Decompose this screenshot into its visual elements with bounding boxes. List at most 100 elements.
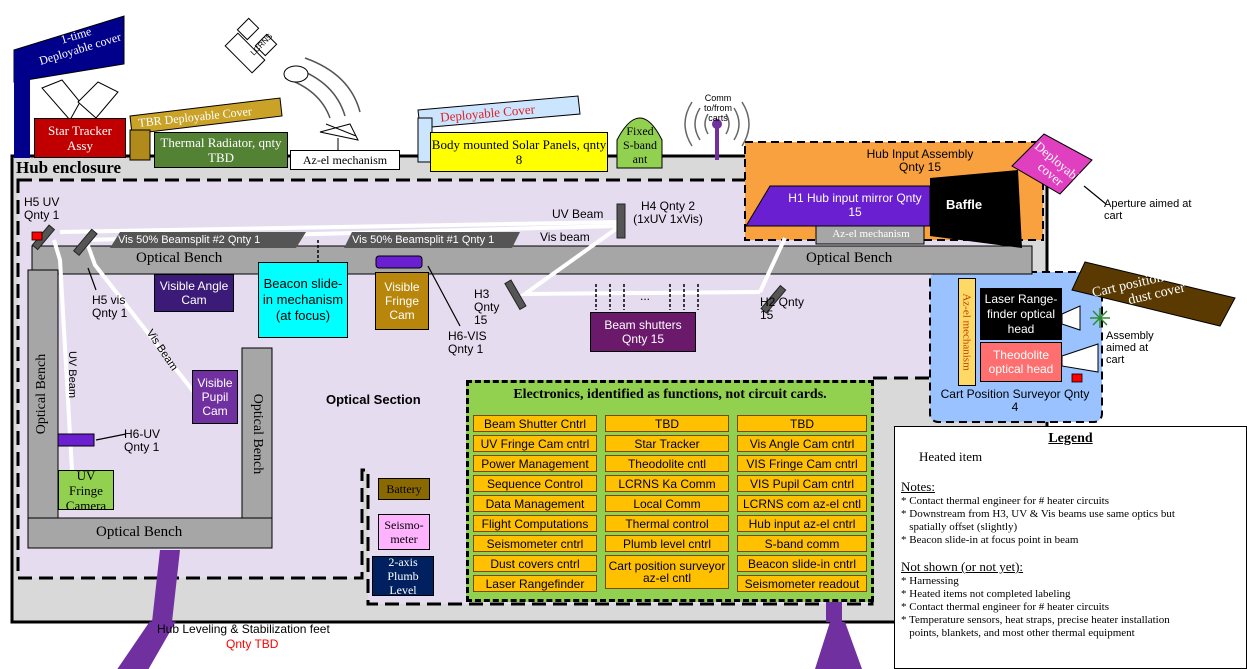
hub-azel-bar — [815, 225, 925, 245]
hub-cover-shape — [1011, 133, 1093, 195]
beacon-box: Beacon slide-in mechanism (at focus) — [258, 262, 348, 338]
laser-burst — [1090, 308, 1110, 328]
hub-enclosure-title: Hub enclosure — [16, 158, 122, 177]
dust-cover-shape — [1071, 261, 1236, 327]
electronics-function: Laser Rangefinder — [473, 575, 597, 592]
beam-shutters-box: Beam shutters Qnty 15 — [590, 312, 696, 352]
electronics-function: Theodolite cntl — [605, 455, 729, 472]
legend-line: * Harnessing — [901, 575, 959, 587]
vis-beam-top-label: Vis beam — [540, 230, 590, 244]
electronics-function: S-band comm — [737, 535, 867, 552]
beamsplit2-label: Vis 50% Beamsplit #2 Qnty 1 — [118, 234, 261, 246]
hub-input-title: Hub Input Assembly Qnty 15 — [860, 148, 980, 174]
optical-bench-top-bar — [31, 245, 1033, 275]
legend-line: * Contact thermal engineer for # heater … — [901, 495, 1109, 507]
star-tracker-box: Star Tracker Assy — [34, 118, 126, 158]
visible-fringe-cam-box: Visible Fringe Cam — [375, 272, 429, 330]
sband-label: Fixed S-band ant — [623, 124, 657, 166]
electronics-function: TBD — [605, 415, 729, 432]
electronics-function: Plumb level cntrl — [605, 535, 729, 552]
visible-angle-cam-box: Visible Angle Cam — [154, 274, 234, 312]
electronics-function: Local Comm — [605, 495, 729, 512]
cameras — [57, 255, 423, 447]
electronics-function: TBD — [737, 415, 867, 432]
cart-azel-bar: Az-el mechanism — [958, 278, 976, 386]
sband-dome — [616, 117, 663, 169]
h6uv-label: H6-UV Qnty 1 — [124, 427, 161, 454]
legend-line: * Heated items not completed labeling — [901, 588, 1071, 600]
visible-pupil-cam-box: Visible Pupil Cam — [192, 370, 238, 424]
optical-bench-right-bar — [241, 347, 273, 519]
uv-beam-top-label: UV Beam — [552, 207, 604, 221]
baffle-label: Baffle — [946, 197, 983, 212]
laser-rangefinder-box: Laser Range-finder optical head — [980, 288, 1062, 340]
comm-label: Comm to/from carts — [703, 93, 732, 123]
electronics-function: Vis Angle Cam cntrl — [737, 435, 867, 452]
legend-title: Legend — [1048, 431, 1093, 446]
electronics-function: VIS Pupil Cam cntrl — [737, 475, 867, 492]
star-tracker-cone-left — [41, 79, 81, 121]
electronics-function: Beacon slide-in cntrl — [737, 555, 867, 572]
solar-panels-box: Body mounted Solar Panels, qnty 8 — [430, 132, 608, 172]
left-foot-top — [152, 550, 180, 622]
electronics-function: Hub input az-el cntrl — [737, 515, 867, 532]
legend-notshown: * Harnessing* Heated items not completed… — [901, 575, 1240, 640]
electronics-function: Cart position surveyor az-el cntl — [605, 555, 729, 589]
right-foot — [815, 622, 862, 669]
mirrors — [31, 203, 787, 314]
baffle-shape — [930, 170, 1022, 248]
electronics-title: Electronics, identified as functions, no… — [513, 387, 827, 402]
shutter-arrows — [317, 240, 699, 310]
tbr-cover-shape — [129, 97, 283, 135]
onetime-cover-post — [14, 50, 30, 158]
uv-fringe-camera-box: UV Fringe Camera — [58, 468, 114, 513]
beamsplit1-shape — [344, 232, 520, 248]
legend-panel: Legend Heated item Notes: * Contact ther… — [894, 426, 1247, 669]
electronics-function: VIS Fringe Cam cntrl — [737, 455, 867, 472]
electronics-function: Beam Shutter Cntrl — [473, 415, 597, 432]
electronics-function: Star Tracker — [605, 435, 729, 452]
azel-dish — [319, 123, 359, 150]
optical-bench-left-label: Optical Bench — [34, 353, 49, 435]
legend-line: * Temperature sensors, heat straps, prec… — [901, 614, 1170, 626]
cart-azel-label: Az-el mechanism — [961, 293, 973, 371]
cart-surveyor-title: Cart Position Surveyor Qnty 4 — [940, 387, 1090, 414]
star-tracker-cone-right — [77, 81, 119, 119]
electronics-function: LCRNS Ka Comm — [605, 475, 729, 492]
h5vis-label: H5 vis Qnty 1 — [92, 293, 128, 320]
legend-notes: * Contact thermal engineer for # heater … — [901, 495, 1240, 547]
right-foot-top — [826, 600, 842, 622]
theodolite-emitter — [1061, 343, 1099, 373]
assembly-aimed-label: Assembly aimed at cart — [1106, 330, 1154, 366]
feet-label: Hub Leveling & Stabilization feet — [157, 622, 330, 636]
hub-azel-label: Az-el mechanism — [832, 228, 910, 240]
electronics-function: Seismometer readout — [737, 575, 867, 592]
legend-notshown-title: Not shown (or not yet): — [901, 559, 1024, 574]
feet-qty: Qnty TBD — [226, 637, 279, 651]
uv-beam-vert-label: UV Beam — [66, 350, 79, 399]
legend-line: spatially offset (slightly) — [901, 521, 1018, 533]
h4-label: H4 Qnty 2 (1xUV 1xVis) — [633, 199, 703, 226]
legend-line: * Contact thermal engineer for # heater … — [901, 601, 1109, 613]
lcrns-satellite — [224, 17, 309, 83]
legend-line: * Beacon slide-in at focus point in beam — [901, 534, 1079, 546]
battery-box: Battery — [378, 478, 430, 500]
seismometer-box: Seismo-meter — [378, 514, 430, 550]
thermal-radiator-box: Thermal Radiator, qnty TBD — [154, 132, 288, 168]
electronics-function: Thermal control — [605, 515, 729, 532]
optical-bench-right-label: Optical Bench — [250, 393, 265, 475]
shutter-ellipsis: ... — [640, 289, 651, 303]
beamsplit2-shape — [110, 232, 306, 248]
hub-input-title-text: Hub Input Assembly — [866, 147, 974, 161]
plumb-level-box: 2-axis Plumb Level — [372, 555, 434, 597]
h3-label: H3 Qnty 15 — [474, 287, 500, 327]
aperture-label: Aperture aimed at cart — [1104, 198, 1192, 222]
legend-notes-title: Notes: — [901, 479, 935, 494]
azel-mech-top-box: Az-el mechanism — [290, 150, 400, 170]
comm-antenna — [684, 101, 750, 160]
laser-emitter — [1061, 305, 1081, 331]
optical-section-label: Optical Section — [326, 392, 421, 407]
electronics-function: Seismometer cntrl — [473, 535, 597, 552]
h5uv-label: H5 UV Qnty 1 — [24, 195, 60, 222]
electronics-function: Dust covers cntrl — [473, 555, 597, 572]
